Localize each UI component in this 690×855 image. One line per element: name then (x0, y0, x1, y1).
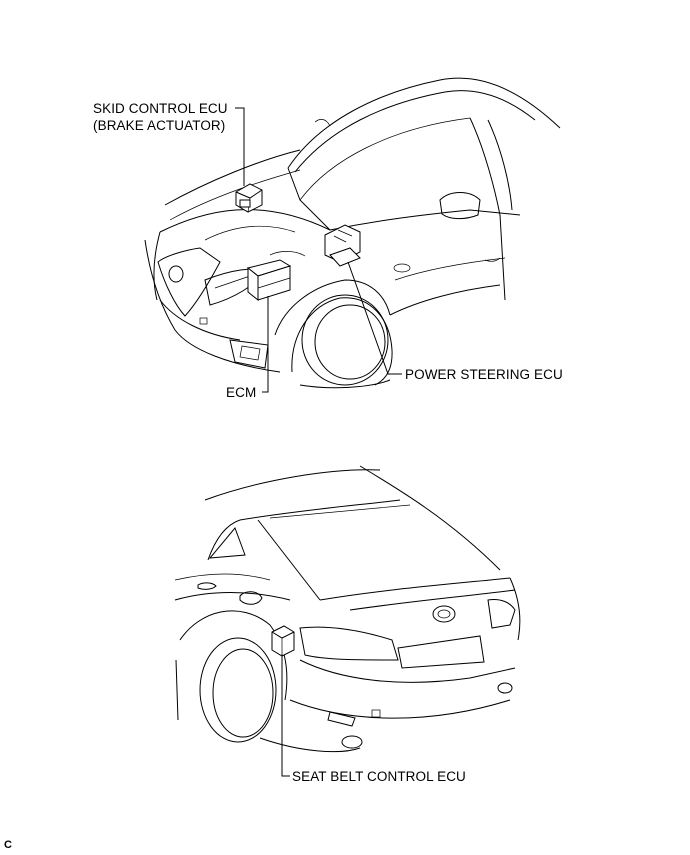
rear-car-illustration (174, 465, 521, 753)
ecm-leader (262, 296, 269, 393)
ecm-label: ECM (226, 385, 257, 400)
brake-actuator-label: (BRAKE ACTUATOR) (93, 118, 226, 133)
skid-control-ecu-part (235, 183, 263, 213)
seat-belt-control-ecu-leader (281, 654, 290, 777)
seat-belt-control-ecu-part (271, 625, 295, 657)
skid-control-ecu-label: SKID CONTROL ECU (93, 101, 228, 116)
ecm-part (246, 259, 292, 302)
figure-code: C (4, 839, 12, 851)
power-steering-ecu-label: POWER STEERING ECU (405, 367, 563, 382)
seat-belt-control-ecu-label: SEAT BELT CONTROL ECU (292, 769, 466, 784)
front-car-illustration (144, 77, 561, 389)
power-steering-ecu-part (324, 224, 361, 267)
skid-control-ecu-leader (235, 107, 245, 186)
power-steering-ecu-leader (347, 261, 402, 375)
